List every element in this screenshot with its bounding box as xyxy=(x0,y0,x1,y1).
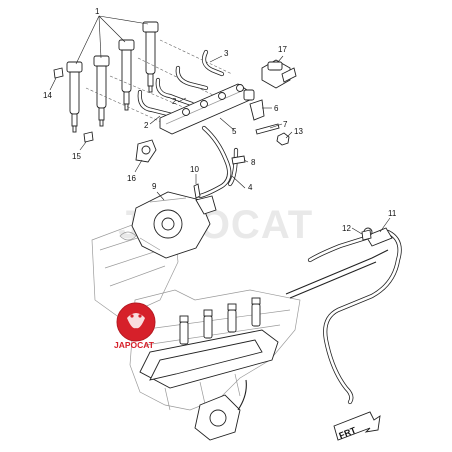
callout-13: 13 xyxy=(294,127,303,136)
front-direction-marker: FRT xyxy=(333,411,381,441)
callout-9: 9 xyxy=(152,182,157,191)
callout-10: 10 xyxy=(190,165,199,174)
callout-16: 16 xyxy=(127,174,136,183)
callout-7: 7 xyxy=(283,120,288,129)
callout-labels: 1 2 2 3 4 5 6 7 8 9 10 11 12 13 14 15 16… xyxy=(43,7,397,233)
japocat-logo: JAPOCAT xyxy=(114,302,156,350)
alignment-lines xyxy=(85,39,233,127)
callout-1: 1 xyxy=(95,7,100,16)
callout-5: 5 xyxy=(232,127,237,136)
injector-3 xyxy=(118,39,135,111)
rail-bracket xyxy=(249,99,265,121)
injector-4 xyxy=(142,21,159,93)
fuel-rail xyxy=(159,83,255,135)
leader-lines-1 xyxy=(75,15,149,65)
callout-15: 15 xyxy=(72,152,81,161)
lower-injectors xyxy=(179,297,261,345)
callout-3: 3 xyxy=(224,49,229,58)
callout-14: 14 xyxy=(43,91,52,100)
callout-12: 12 xyxy=(342,224,351,233)
bolt-10 xyxy=(193,183,201,199)
high-pressure-pipe-4 xyxy=(197,125,239,199)
nut-13 xyxy=(276,132,290,146)
bolt-7 xyxy=(255,123,280,135)
engine-block-outline xyxy=(91,221,301,411)
callout-4: 4 xyxy=(248,183,253,192)
injector-1 xyxy=(66,61,83,133)
pressure-sensor-17 xyxy=(261,59,297,89)
callout-8: 8 xyxy=(251,158,256,167)
callout-11: 11 xyxy=(388,209,397,218)
fuel-return-line-11 xyxy=(285,227,402,405)
injector-pipes xyxy=(137,49,225,119)
injector-2 xyxy=(93,55,110,127)
clip-12 xyxy=(351,227,372,241)
small-bolt-14 xyxy=(49,67,64,91)
callout-6: 6 xyxy=(274,104,279,113)
callout-2a: 2 xyxy=(144,121,149,130)
callout-17: 17 xyxy=(278,45,287,54)
callout-leaders xyxy=(134,55,391,233)
bolt-8 xyxy=(231,155,246,165)
high-pressure-pump-9 xyxy=(131,191,217,259)
clip-15 xyxy=(79,131,94,151)
lower-pump xyxy=(194,379,247,441)
callout-2b: 2 xyxy=(172,97,177,106)
fitting-16 xyxy=(135,139,157,163)
logo-text: JAPOCAT xyxy=(114,340,155,350)
